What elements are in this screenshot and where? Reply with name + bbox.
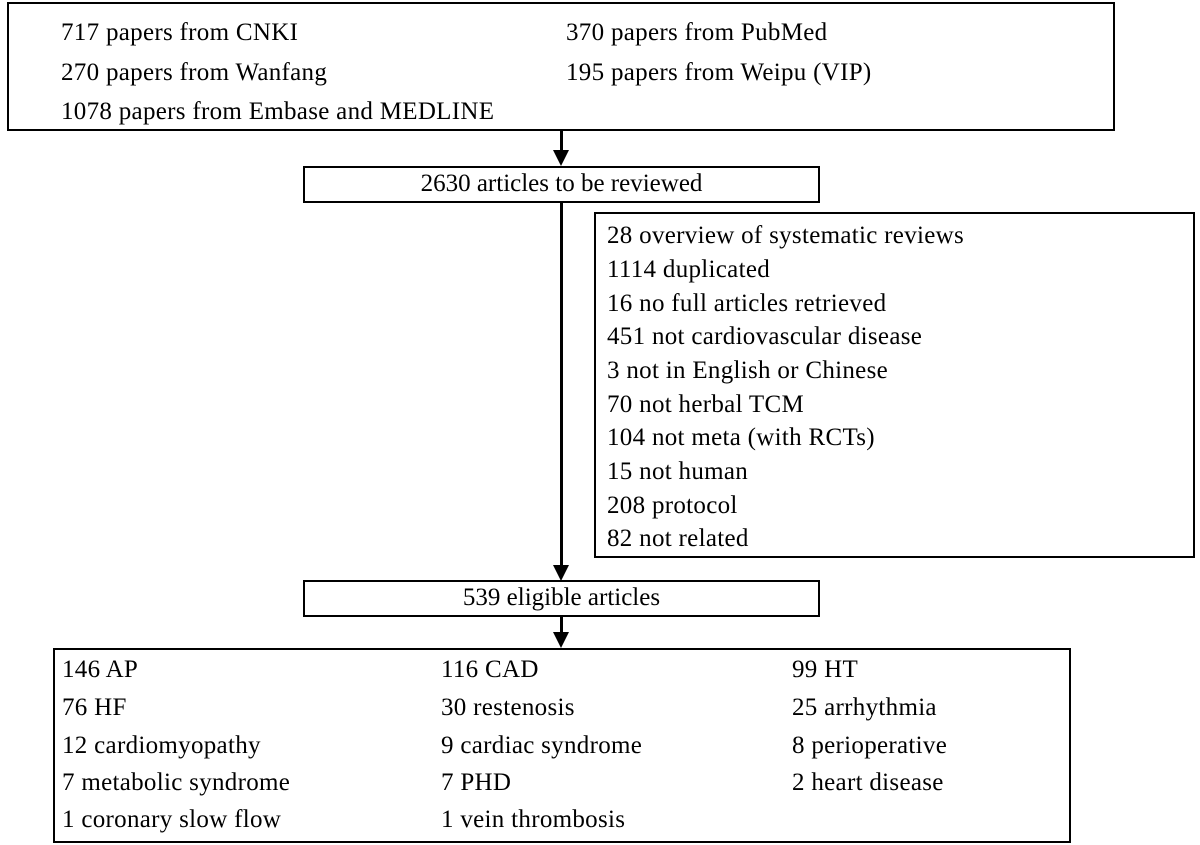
- exclusion-item: 16 no full articles retrieved: [607, 290, 887, 317]
- arrow-shaft: [560, 203, 563, 567]
- eligible-box: 539 eligible articles: [303, 580, 820, 617]
- reviewed-label: 2630 articles to be reviewed: [420, 170, 703, 197]
- exclusion-item: 208 protocol: [607, 492, 738, 519]
- category-perioperative: 8 perioperative: [792, 732, 948, 759]
- exclusion-item: 70 not herbal TCM: [607, 391, 804, 418]
- categories-box: 146 AP 116 CAD 99 HT 76 HF 30 restenosis…: [53, 648, 1071, 843]
- category-restenosis: 30 restenosis: [441, 694, 575, 721]
- eligible-label: 539 eligible articles: [462, 584, 661, 611]
- category-arrhythmia: 25 arrhythmia: [792, 694, 937, 721]
- exclusion-item: 82 not related: [607, 525, 749, 552]
- arrow-head: [553, 150, 569, 166]
- exclusion-item: 15 not human: [607, 458, 749, 485]
- source-weipu: 195 papers from Weipu (VIP): [566, 59, 872, 86]
- source-embase-medline: 1078 papers from Embase and MEDLINE: [61, 98, 495, 125]
- category-ht: 99 HT: [792, 656, 859, 683]
- category-hf: 76 HF: [62, 694, 127, 721]
- reviewed-box: 2630 articles to be reviewed: [303, 166, 820, 203]
- arrow-shaft: [560, 617, 563, 635]
- exclusion-item: 104 not meta (with RCTs): [607, 424, 875, 451]
- exclusion-item: 3 not in English or Chinese: [607, 357, 889, 384]
- exclusion-item: 28 overview of systematic reviews: [607, 222, 965, 249]
- arrow-head: [553, 565, 569, 581]
- exclusions-box: 28 overview of systematic reviews 1114 d…: [594, 212, 1195, 558]
- source-wanfang: 270 papers from Wanfang: [61, 59, 328, 86]
- source-cnki: 717 papers from CNKI: [61, 19, 299, 46]
- arrow-shaft: [560, 131, 563, 153]
- category-coronary-slow-flow: 1 coronary slow flow: [62, 806, 282, 833]
- category-ap: 146 AP: [62, 656, 139, 683]
- category-cad: 116 CAD: [441, 656, 539, 683]
- exclusion-item: 451 not cardiovascular disease: [607, 323, 923, 350]
- category-phd: 7 PHD: [441, 769, 512, 796]
- category-cardiomyopathy: 12 cardiomyopathy: [62, 732, 261, 759]
- category-metabolic-syndrome: 7 metabolic syndrome: [62, 769, 291, 796]
- arrow-head: [553, 632, 569, 648]
- category-heart-disease: 2 heart disease: [792, 769, 944, 796]
- category-vein-thrombosis: 1 vein thrombosis: [441, 806, 626, 833]
- source-pubmed: 370 papers from PubMed: [566, 19, 828, 46]
- exclusion-item: 1114 duplicated: [607, 256, 771, 283]
- category-cardiac-syndrome: 9 cardiac syndrome: [441, 732, 643, 759]
- sources-box: 717 papers from CNKI 370 papers from Pub…: [7, 2, 1115, 131]
